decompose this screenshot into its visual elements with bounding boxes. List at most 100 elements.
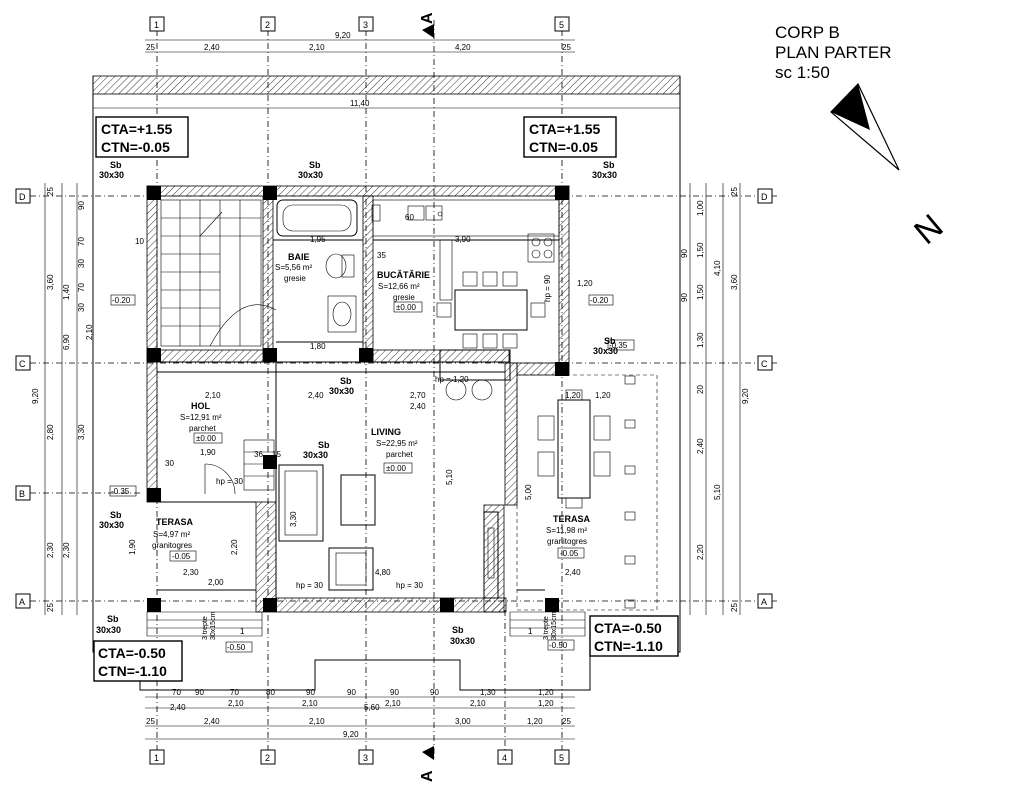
axis-left-B: B <box>19 489 25 499</box>
room-hol-level: ±0.00 <box>196 434 217 443</box>
level-mark-right-top: -0.20 <box>590 296 609 305</box>
room-baie-name: BAIE <box>288 252 310 262</box>
level-box-bottom-right: CTA=-0.50 CTN=-1.10 <box>589 615 679 657</box>
dim-top-3: 2,10 <box>309 43 325 52</box>
axis-top-3: 3 <box>363 20 368 30</box>
dim-top-2: 2,40 <box>204 43 220 52</box>
level-mark-bottom-left: -0.50 <box>227 643 246 652</box>
dim-bottom-total: 9,20 <box>343 730 359 739</box>
svg-text:1,90: 1,90 <box>128 539 137 555</box>
axis-labels-side: D C B A D C A <box>15 188 773 609</box>
svg-text:1,20: 1,20 <box>565 391 581 400</box>
dim-right-13: 9,20 <box>741 388 750 404</box>
cta-bottom-right: CTA=-0.50 <box>594 620 662 636</box>
ctn-top-right: CTN=-0.05 <box>529 139 598 155</box>
room-terrace1-level: -0.05 <box>172 552 191 561</box>
title-line2: PLAN PARTER <box>775 43 892 62</box>
dim-right-4: 1,50 <box>696 242 705 258</box>
dim-bot2-5: 2,10 <box>385 699 401 708</box>
dim-right-9: 1,30 <box>696 332 705 348</box>
svg-text:30x30: 30x30 <box>303 450 328 460</box>
dim-right-5: 4,10 <box>713 260 722 276</box>
north-arrow-icon: N <box>830 82 950 252</box>
svg-text:10: 10 <box>135 237 144 246</box>
dim-left-14: 2,30 <box>46 542 55 558</box>
interior-dimensions: 1,95 3,90 1,80 2,10 2,40 2,70 2,40 1,90 … <box>128 213 611 590</box>
axis-top-1: 1 <box>154 20 159 30</box>
dim-left-13: 9,20 <box>31 388 40 404</box>
dim-left-7: 3,60 <box>46 274 55 290</box>
svg-text:2,70: 2,70 <box>410 391 426 400</box>
svg-text:hp = 30: hp = 30 <box>296 581 323 590</box>
svg-text:30x15cm: 30x15cm <box>210 611 217 640</box>
axis-right-C: C <box>761 359 768 369</box>
axis-bottom-4: 4 <box>502 753 507 763</box>
dim-right-14: 2,20 <box>696 544 705 560</box>
dim-bot1-3: 70 <box>230 688 239 697</box>
dim-bot2-2: 2,10 <box>228 699 244 708</box>
svg-text:30x30: 30x30 <box>592 170 617 180</box>
svg-text:1,20: 1,20 <box>577 279 593 288</box>
dim-left-10: 6,90 <box>62 334 71 350</box>
dim-bot2-6: 2,10 <box>470 699 486 708</box>
doors <box>204 439 275 495</box>
axis-left-C: C <box>19 359 26 369</box>
svg-text:30x30: 30x30 <box>329 386 354 396</box>
room-hol-area: S=12,91 m² <box>180 413 222 422</box>
room-hol-name: HOL <box>191 401 211 411</box>
north-label: N <box>907 207 950 252</box>
dim-right-3: 90 <box>680 249 689 258</box>
svg-text:Sb: Sb <box>309 160 321 170</box>
svg-text:30x30: 30x30 <box>99 520 124 530</box>
dim-left-9: 2,10 <box>85 324 94 340</box>
svg-text:30x30: 30x30 <box>593 346 618 356</box>
level-marks: -0.20 -0.20 -0.35 -0.35 -0.50 -0.50 <box>109 294 635 653</box>
dim-right-15: 25 <box>730 603 739 612</box>
dimensions-top: 25 2,40 2,10 4,20 25 9,20 <box>145 31 575 53</box>
dim-left-12: 3,30 <box>77 424 86 440</box>
dim-bot1-4: 80 <box>266 688 275 697</box>
dim-bot1-1: 70 <box>172 688 181 697</box>
level-mark-left-top: -0.20 <box>112 296 131 305</box>
axis-right-D: D <box>761 192 768 202</box>
room-living-floor: parchet <box>386 450 413 459</box>
dim-bot1-6: 90 <box>347 688 356 697</box>
svg-text:36: 36 <box>254 450 263 459</box>
interior-walls <box>157 239 559 598</box>
svg-text:hp = 30: hp = 30 <box>396 581 423 590</box>
axis-bottom-2: 2 <box>265 753 270 763</box>
svg-text:Sb: Sb <box>452 625 464 635</box>
dim-bot1-5: 90 <box>306 688 315 697</box>
axis-left-A: A <box>19 597 25 607</box>
axis-bottom-3: 3 <box>363 753 368 763</box>
dim-left-15: 2,30 <box>62 542 71 558</box>
dim-right-6: 3,60 <box>730 274 739 290</box>
dim-bot3-1: 25 <box>146 717 155 726</box>
axis-labels-top: 1 2 3 5 <box>149 16 570 32</box>
svg-text:2,40: 2,40 <box>410 402 426 411</box>
svg-text:2,40: 2,40 <box>308 391 324 400</box>
svg-text:Sb: Sb <box>340 376 352 386</box>
dimensions-left: 25 90 70 30 70 30 3,60 1,40 2,10 6,90 2,… <box>31 183 94 615</box>
dim-bot2-1: 2,40 <box>170 703 186 712</box>
room-terrace2-area: S=11,98 m² <box>546 526 587 535</box>
overall-width: 11,40 <box>350 99 370 108</box>
room-living-area: S=22,95 m² <box>376 439 418 448</box>
svg-text:30x30: 30x30 <box>450 636 475 646</box>
kitchen-fixtures <box>372 199 560 301</box>
svg-text:hp = 90: hp = 90 <box>543 275 552 302</box>
dim-bot3-6: 25 <box>562 717 571 726</box>
svg-text:Sb: Sb <box>110 510 122 520</box>
svg-text:1: 1 <box>528 627 533 636</box>
svg-text:Sb: Sb <box>318 440 330 450</box>
room-terrace2-name: TERASA <box>553 514 591 524</box>
dim-bot1-8: 90 <box>430 688 439 697</box>
axis-bottom-1: 1 <box>154 753 159 763</box>
dim-left-1: 25 <box>46 187 55 196</box>
svg-text:15: 15 <box>272 450 281 459</box>
level-box-top-right: CTA=+1.55 CTN=-0.05 <box>523 116 617 158</box>
kitchen-dining-table <box>436 271 546 349</box>
dim-left-4: 30 <box>77 259 86 268</box>
svg-text:1,80: 1,80 <box>310 342 326 351</box>
